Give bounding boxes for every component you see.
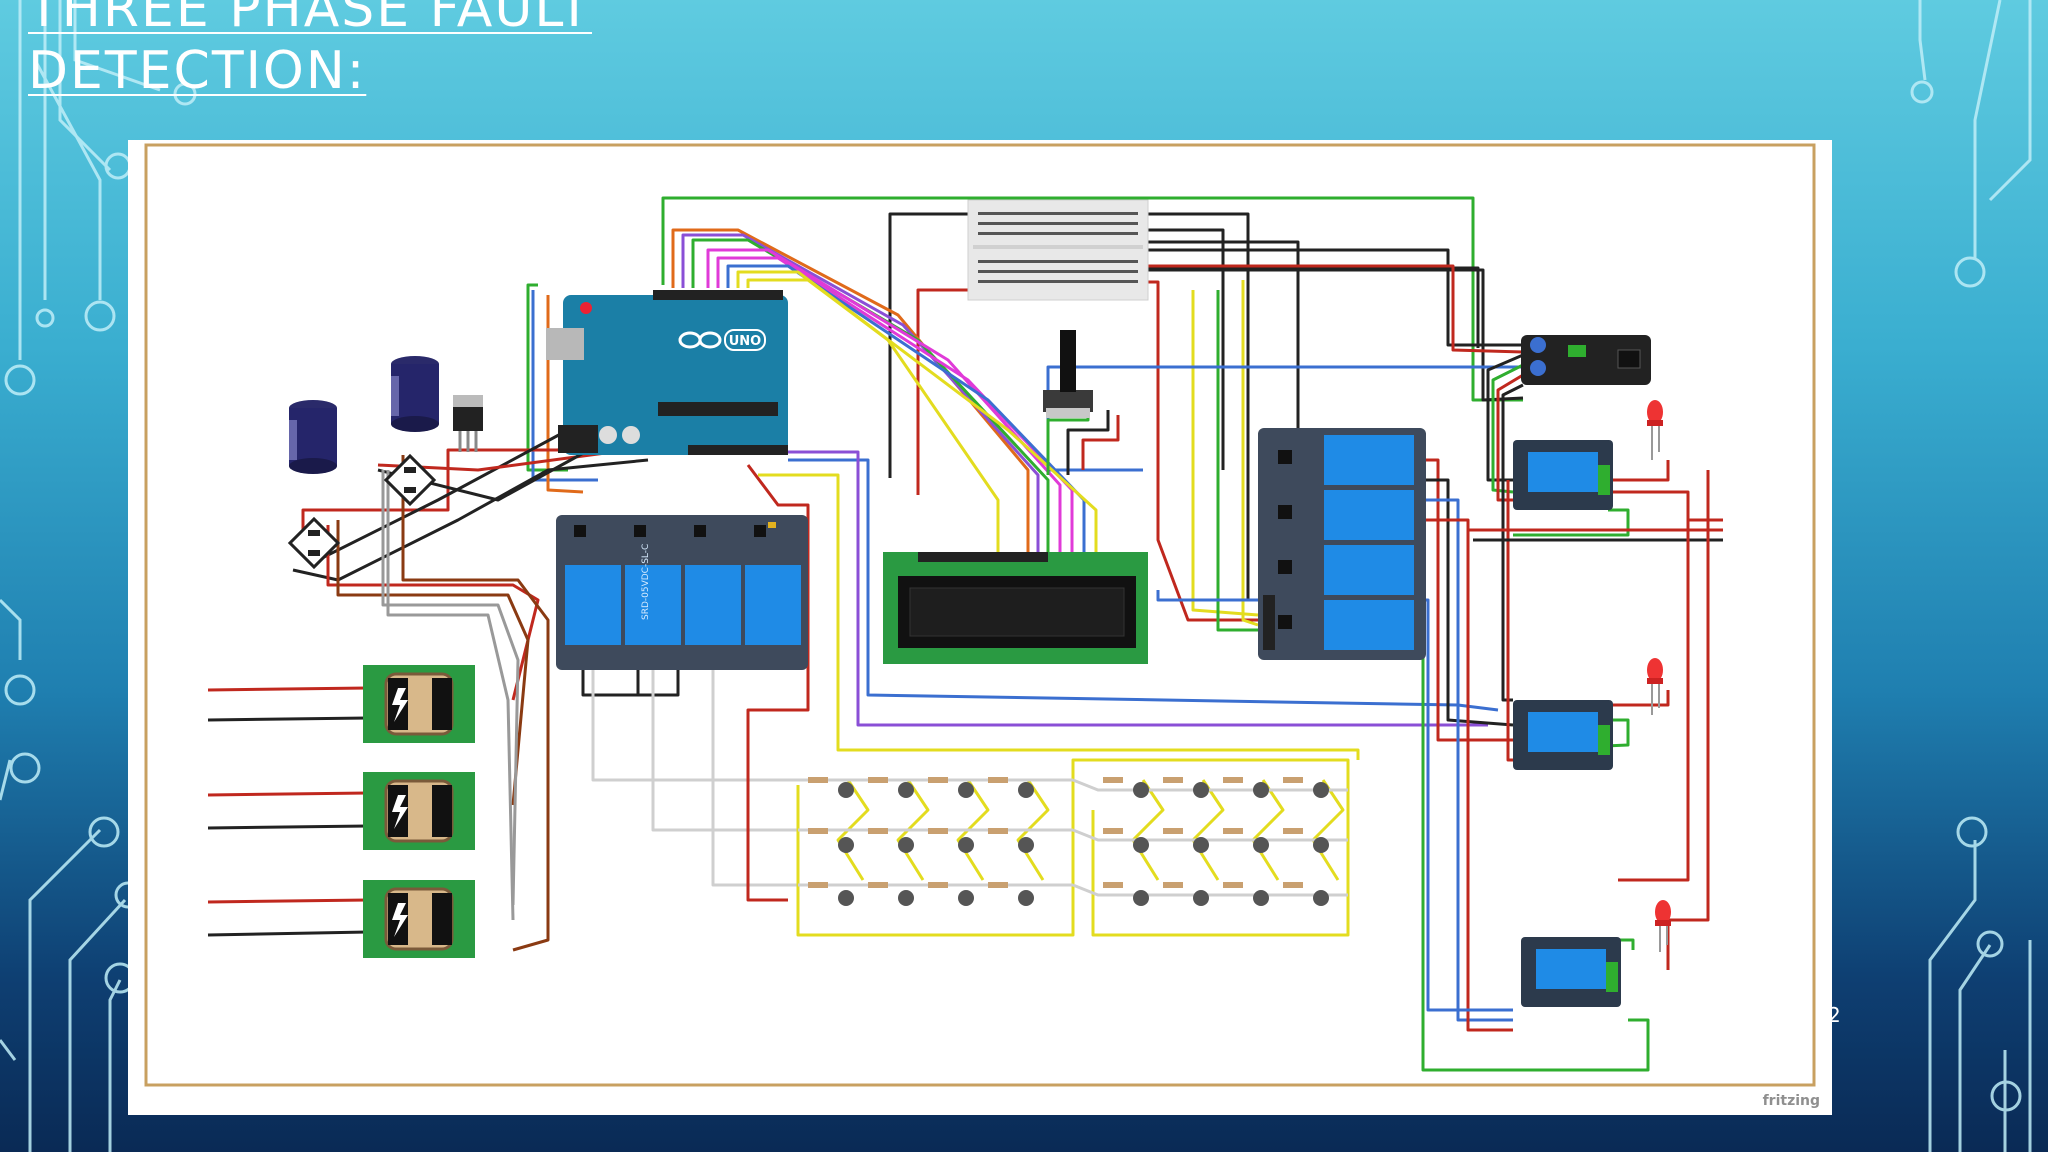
sensor-module — [1521, 335, 1651, 385]
slide-title: THREE PHASE FAULT DETECTION: — [28, 0, 592, 102]
push-button-matrix-2 — [1103, 777, 1329, 906]
lcd-16x2 — [883, 552, 1148, 664]
relay-label: SRD-05VDC-SL-C — [641, 544, 651, 620]
relay-module-4ch-left: SRD-05VDC-SL-C — [556, 515, 808, 670]
bridge-rectifier-2 — [383, 453, 437, 507]
slide-title-line1: THREE PHASE FAULT — [28, 0, 593, 39]
relay-module-1ch-2 — [1513, 700, 1613, 770]
breadboard — [967, 199, 1149, 301]
led-red-2 — [1647, 658, 1663, 715]
potentiometer — [1043, 330, 1093, 418]
transformer-1 — [363, 665, 475, 743]
capacitor-2 — [391, 356, 439, 432]
transformer-3 — [363, 880, 475, 958]
circuit-diagram: UNO SRD-05VDC-SL-C — [144, 143, 1816, 1087]
arduino-uno: UNO — [546, 290, 788, 455]
relay-module-1ch-1 — [1513, 440, 1613, 510]
relay-module-4ch-right — [1258, 428, 1426, 660]
led-red-1 — [1647, 400, 1663, 460]
capacitor-1 — [289, 400, 337, 474]
led-red-3 — [1655, 900, 1671, 952]
bridge-rectifier-1 — [287, 516, 341, 570]
push-button-matrix-1 — [808, 777, 1034, 906]
diagram-frame — [144, 143, 1816, 1087]
arduino-brand-label: UNO — [729, 334, 762, 349]
voltage-regulator — [453, 395, 483, 452]
transformer-2 — [363, 772, 475, 850]
slide-title-line2: DETECTION: — [28, 41, 367, 101]
fritzing-watermark: fritzing — [1762, 1093, 1820, 1109]
page-number: 2 — [1828, 1003, 1841, 1027]
circuit-diagram-figure: UNO SRD-05VDC-SL-C — [128, 140, 1832, 1115]
wires — [207, 196, 1723, 1072]
relay-module-1ch-3 — [1521, 937, 1621, 1007]
